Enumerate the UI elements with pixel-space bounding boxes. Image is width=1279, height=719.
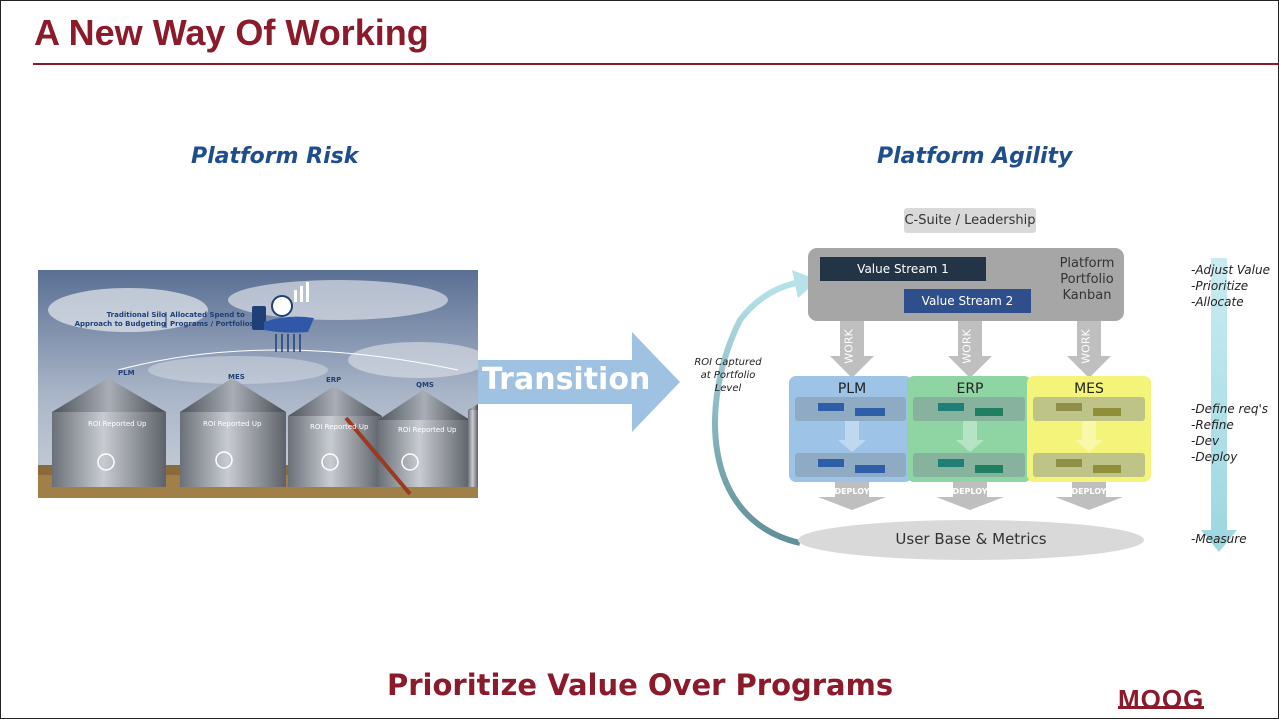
swimlane-plm (789, 376, 912, 482)
user-base-ellipse (798, 520, 1144, 560)
silo-callout-right: Allocated Spend to Programs / Portfolios (170, 311, 260, 329)
work-text: WORK (960, 329, 974, 364)
deploy-label-plm: DEPLOY (834, 487, 870, 496)
grain-silo-illustration (38, 270, 478, 498)
side-notes-top: -Adjust Value -Prioritize -Allocate (1191, 262, 1270, 310)
team-label-erp: ERP (956, 381, 984, 397)
silo-roi-plm: ROI Reported Up (88, 420, 147, 428)
work-label-plm: WORK (838, 329, 866, 364)
side-note: -Adjust Value (1191, 263, 1270, 277)
side-note: -Refine (1191, 418, 1234, 432)
deploy-label-mes: DEPLOY (1071, 487, 1107, 496)
silo-scene (38, 270, 478, 498)
work-label-erp: WORK (956, 329, 984, 364)
title-underline (33, 63, 1279, 65)
side-notes-bottom: -Measure (1191, 531, 1247, 547)
kanban-label-line: Portfolio (1060, 272, 1114, 287)
portfolio-kanban-label: Platform Portfolio Kanban (1052, 256, 1122, 304)
side-note: -Allocate (1191, 295, 1244, 309)
roi-note-line: ROI Captured (694, 357, 762, 368)
feedback-curve (712, 279, 801, 546)
side-arrow-shaft (1211, 258, 1227, 530)
silo-label-erp: ERP (326, 376, 342, 384)
callout-left-line: Approach to Budgeting (74, 320, 166, 328)
feedback-arrowhead (792, 270, 818, 298)
silo-roi-mes: ROI Reported Up (203, 420, 262, 428)
silo-label-plm: PLM (118, 369, 135, 377)
work-text: WORK (1079, 329, 1093, 364)
kanban-label-line: Kanban (1062, 288, 1112, 303)
deploy-arrows (818, 482, 1123, 510)
side-note: -Prioritize (1191, 279, 1249, 293)
silo-roi-qms: ROI Reported Up (398, 426, 457, 434)
leadership-box: C-Suite / Leadership (904, 208, 1036, 233)
user-base-label: User Base & Metrics (895, 530, 1047, 548)
swimlane-erp (907, 376, 1031, 482)
value-stream-1: Value Stream 1 (820, 257, 986, 281)
callout-right-line: Programs / Portfolios (170, 320, 254, 328)
swimlane-mes (1027, 376, 1151, 482)
roi-note-line: Level (714, 383, 742, 394)
transition-label: Transition (482, 362, 651, 397)
side-note: -Deploy (1191, 450, 1238, 464)
callout-left-line: Traditional Silo (106, 311, 166, 319)
side-note: -Define req's (1191, 402, 1268, 416)
silo-label-qms: QMS (416, 381, 434, 389)
transition-arrow (478, 332, 680, 432)
team-label-mes: MES (1074, 381, 1104, 397)
logo-text: MOOG (1118, 684, 1205, 714)
silo-roi-erp: ROI Reported Up (310, 423, 369, 431)
side-note: -Dev (1191, 434, 1220, 448)
work-text: WORK (842, 329, 856, 364)
work-label-mes: WORK (1075, 329, 1103, 364)
side-notes-middle: -Define req's -Refine -Dev -Deploy (1191, 401, 1268, 465)
side-note: -Measure (1191, 532, 1247, 546)
platform-agility-heading: Platform Agility (877, 144, 1073, 169)
kanban-label-line: Platform (1059, 256, 1115, 271)
platform-risk-heading: Platform Risk (191, 144, 359, 169)
silo-callout-left: Traditional Silo Approach to Budgeting (70, 311, 166, 329)
roi-captured-note: ROI Captured at Portfolio Level (688, 356, 768, 395)
callout-right-line: Allocated Spend to (170, 311, 245, 319)
moog-logo: MOOG (1118, 684, 1205, 715)
team-label-plm: PLM (837, 381, 867, 397)
silo-label-mes: MES (228, 373, 245, 381)
work-arrows (830, 321, 1111, 378)
value-stream-2: Value Stream 2 (904, 289, 1031, 313)
side-arrow-head (1201, 530, 1237, 552)
slide-title: A New Way Of Working (34, 12, 429, 53)
logo-underline (1118, 706, 1205, 709)
roi-note-line: at Portfolio (700, 370, 756, 381)
footer-tagline: Prioritize Value Over Programs (387, 668, 894, 702)
deploy-label-erp: DEPLOY (952, 487, 988, 496)
